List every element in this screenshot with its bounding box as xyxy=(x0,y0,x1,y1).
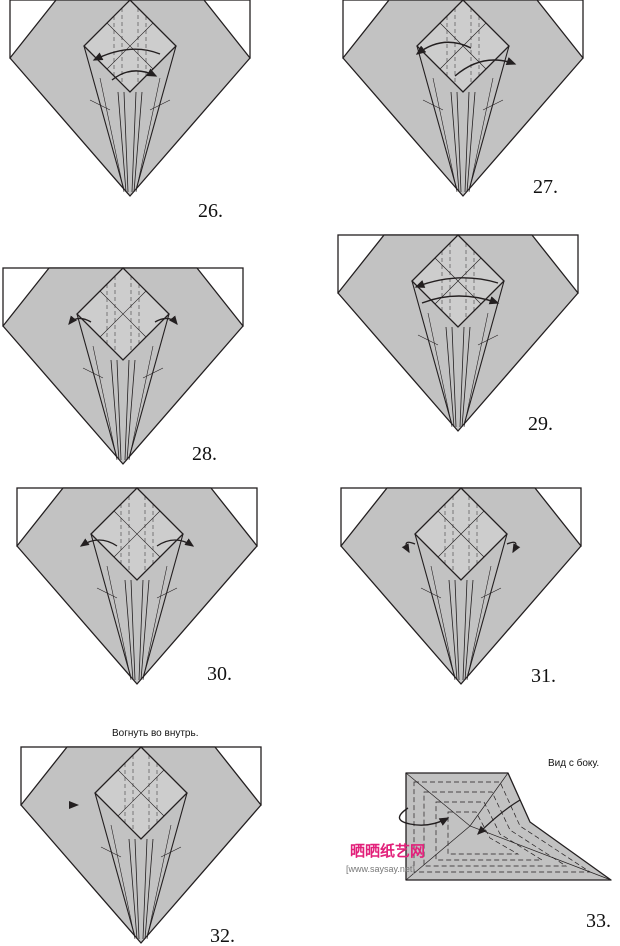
step-31 xyxy=(340,487,582,685)
step-27 xyxy=(342,0,584,197)
step-33 xyxy=(398,772,612,881)
step-label: 30. xyxy=(207,663,232,685)
fold-arrow-icon xyxy=(68,315,92,326)
step-label: 31. xyxy=(531,665,556,687)
origami-model xyxy=(340,487,582,685)
step-label: 33. xyxy=(586,910,611,932)
step-label: 26. xyxy=(198,200,223,222)
step-28 xyxy=(2,267,244,465)
step-label: 28. xyxy=(192,443,217,465)
fold-arrow-icon xyxy=(421,295,500,305)
step-label: 29. xyxy=(528,413,553,435)
step-label: 27. xyxy=(533,176,558,198)
origami-model xyxy=(16,487,258,685)
fold-arrow-icon xyxy=(401,541,416,554)
step-32 xyxy=(20,746,262,944)
fold-arrow-icon xyxy=(414,277,499,288)
step-29 xyxy=(337,234,579,432)
watermark-url: [www.saysay.net] xyxy=(346,864,415,874)
fold-arrow-icon xyxy=(154,315,178,326)
step-note: Вид с боку. xyxy=(548,757,599,769)
step-30 xyxy=(16,487,258,685)
step-label: 32. xyxy=(210,925,235,946)
fold-arrow-icon xyxy=(79,538,118,547)
origami-model xyxy=(342,0,584,197)
rotate-arrow-icon xyxy=(398,807,450,826)
fold-arrow-icon xyxy=(477,799,521,835)
fold-arrow-icon xyxy=(92,48,161,61)
fold-arrow-icon xyxy=(111,68,158,81)
origami-model xyxy=(2,267,244,465)
origami-model xyxy=(20,746,262,944)
fold-arrow-icon xyxy=(156,538,195,547)
step-note: Вогнуть во внутрь. xyxy=(112,728,198,739)
fold-arrow-icon xyxy=(415,41,472,55)
push-in-arrow-icon xyxy=(69,801,79,809)
watermark-logo: 晒晒纸艺网 xyxy=(350,842,425,860)
fold-arrow-icon xyxy=(506,541,521,554)
fold-arrow-icon xyxy=(454,57,517,77)
origami-model xyxy=(9,0,251,197)
site-watermark: 晒晒纸艺网 [www.saysay.net] xyxy=(346,842,425,874)
origami-model xyxy=(337,234,579,432)
step-26 xyxy=(9,0,251,197)
